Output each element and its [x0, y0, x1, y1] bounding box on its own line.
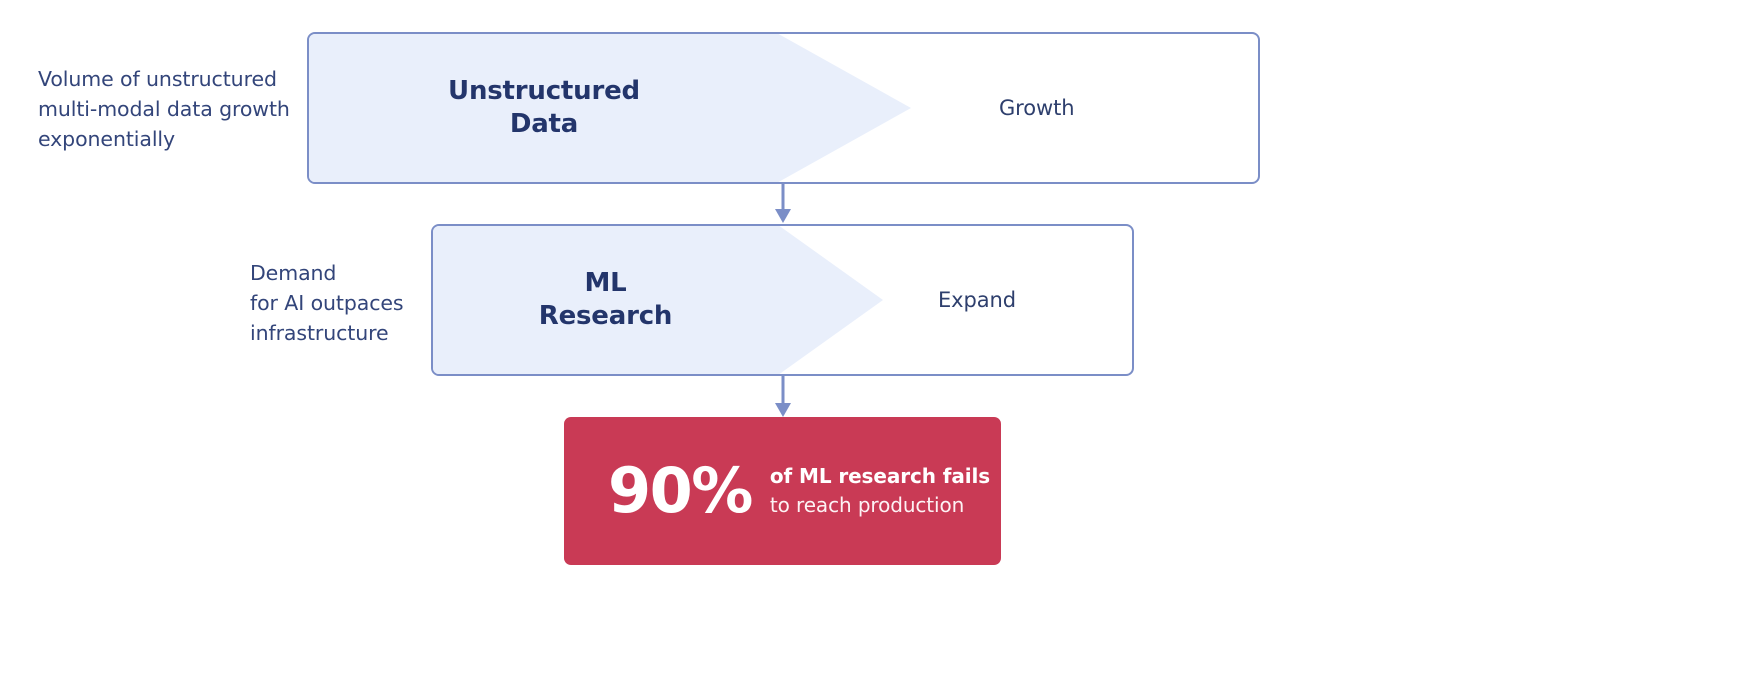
- banner-ml-research-label: ML Research: [538, 268, 673, 331]
- chevron-shape-icon: [433, 226, 883, 374]
- stat-subline: to reach production: [769, 493, 965, 517]
- stat-card-ml-failure[interactable]: 90% of ML research fails to reach produc…: [564, 417, 1001, 565]
- stat-value: 90%: [608, 454, 753, 527]
- stat-text-group: of ML research fails to reach production: [770, 462, 990, 520]
- caption-ai-demand: Demand for AI outpaces infrastructure: [250, 261, 404, 345]
- chevron-shape-icon: [309, 34, 911, 182]
- banner-ml-research-right-label: Expand: [938, 288, 1016, 312]
- connector-arrow-2: [771, 375, 795, 417]
- banner-ml-research[interactable]: ML Research Expand: [431, 224, 1134, 376]
- banner-unstructured-data[interactable]: Unstructured Data Growth: [307, 32, 1260, 184]
- arrow-down-icon: [775, 183, 791, 223]
- banner-unstructured-data-label: Unstructured Data: [448, 76, 640, 139]
- stat-headline: of ML research fails: [769, 464, 991, 488]
- connector-arrow-1: [771, 183, 795, 223]
- banner-unstructured-data-right-label: Growth: [999, 96, 1075, 120]
- arrow-down-icon: [775, 375, 791, 417]
- caption-unstructured-data: Volume of unstructured multi-modal data …: [38, 67, 290, 151]
